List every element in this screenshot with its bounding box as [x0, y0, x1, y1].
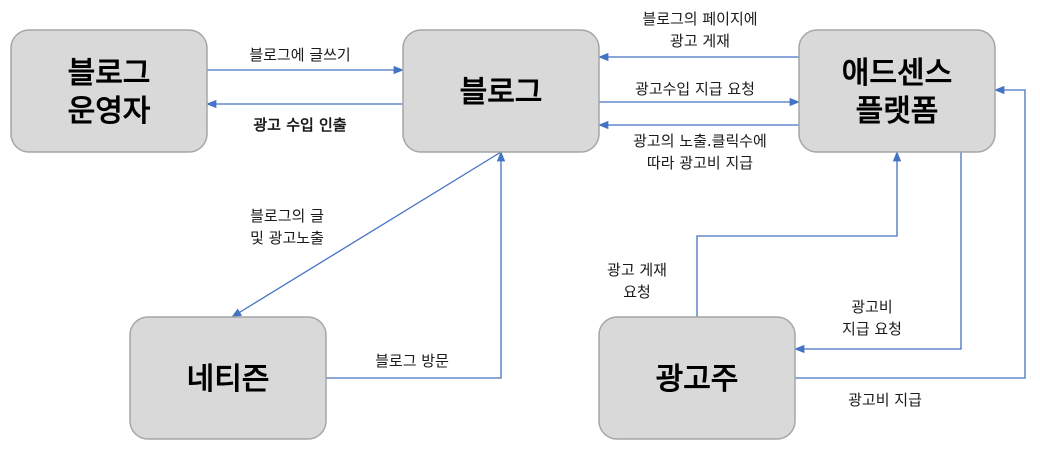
- arrow-advertiser-to-adsense: [696, 150, 902, 317]
- node-label: 네티즌: [187, 362, 270, 397]
- edge-label-blog-to-operator: 광고 수입 인출: [253, 116, 346, 134]
- node-label: 애드센스: [842, 56, 952, 91]
- node-box: [129, 316, 327, 440]
- node-advertiser: 광고주: [598, 316, 796, 440]
- arrow-netizen-to-blog: [326, 150, 506, 379]
- arrow-adsense-to-advertiser: [793, 152, 962, 354]
- edge-label-adsense-to-blog-pay: 따라 광고비 지급: [647, 154, 753, 172]
- node-label: 운영자: [68, 94, 151, 129]
- edges-layer: [205, 52, 1026, 379]
- edge-label-advertiser-to-adsense-pay: 광고비 지급: [848, 391, 922, 409]
- edge-label-adsense-to-advertiser: 지급 요청: [842, 320, 902, 338]
- edge-label-blog-to-netizen: 및 광고노출: [250, 229, 324, 247]
- node-box: [798, 29, 996, 153]
- node-box: [598, 316, 796, 440]
- node-box: [10, 29, 208, 153]
- node-label: 블로그: [460, 75, 543, 110]
- edge-label-adsense-to-blog-post: 광고 게재: [670, 32, 730, 50]
- edge-label-blog-to-adsense: 광고수입 지급 요청: [635, 80, 755, 98]
- node-label: 광고주: [656, 362, 739, 397]
- edge-label-adsense-to-advertiser: 광고비: [851, 298, 892, 316]
- node-netizen: 네티즌: [129, 316, 327, 440]
- arrow-blog-to-netizen: [231, 151, 502, 318]
- arrow-advertiser-to-adsense-pay: [795, 85, 1026, 379]
- edge-label-operator-to-blog: 블로그에 글쓰기: [249, 46, 350, 64]
- edge-label-blog-to-netizen: 블로그의 글: [250, 207, 324, 225]
- node-label: 플랫폼: [856, 94, 939, 129]
- edge-label-adsense-to-blog-post: 블로그의 페이지에: [642, 10, 757, 28]
- edge-label-advertiser-to-adsense: 요청: [623, 283, 651, 301]
- edge-label-adsense-to-blog-pay: 광고의 노출.클릭수에: [633, 132, 767, 150]
- node-blog: 블로그: [402, 29, 600, 153]
- node-box: [402, 29, 600, 153]
- node-label: 블로그: [68, 56, 151, 91]
- edge-label-advertiser-to-adsense: 광고 게재: [607, 261, 667, 279]
- edge-label-netizen-to-blog: 블로그 방문: [375, 352, 449, 370]
